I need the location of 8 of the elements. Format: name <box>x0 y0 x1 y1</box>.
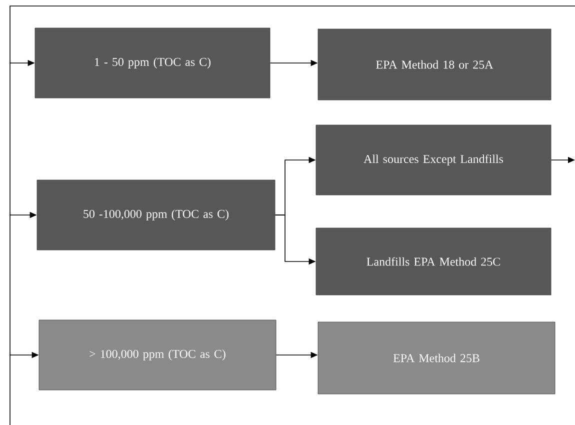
process-box: All sources Except Landfills <box>316 124 552 196</box>
process-box: EPA Method 18 or 25A <box>318 28 552 100</box>
process-box: Landfills EPA Method 25C <box>316 228 552 296</box>
process-box: > 100,000 ppm (TOC as C) <box>38 320 276 390</box>
process-box: 50 -100,000 ppm (TOC as C) <box>36 180 276 250</box>
process-box: EPA Method 25B <box>318 322 556 394</box>
process-box: 1 - 50 ppm (TOC as C) <box>34 28 270 98</box>
connector-line <box>10 6 575 425</box>
